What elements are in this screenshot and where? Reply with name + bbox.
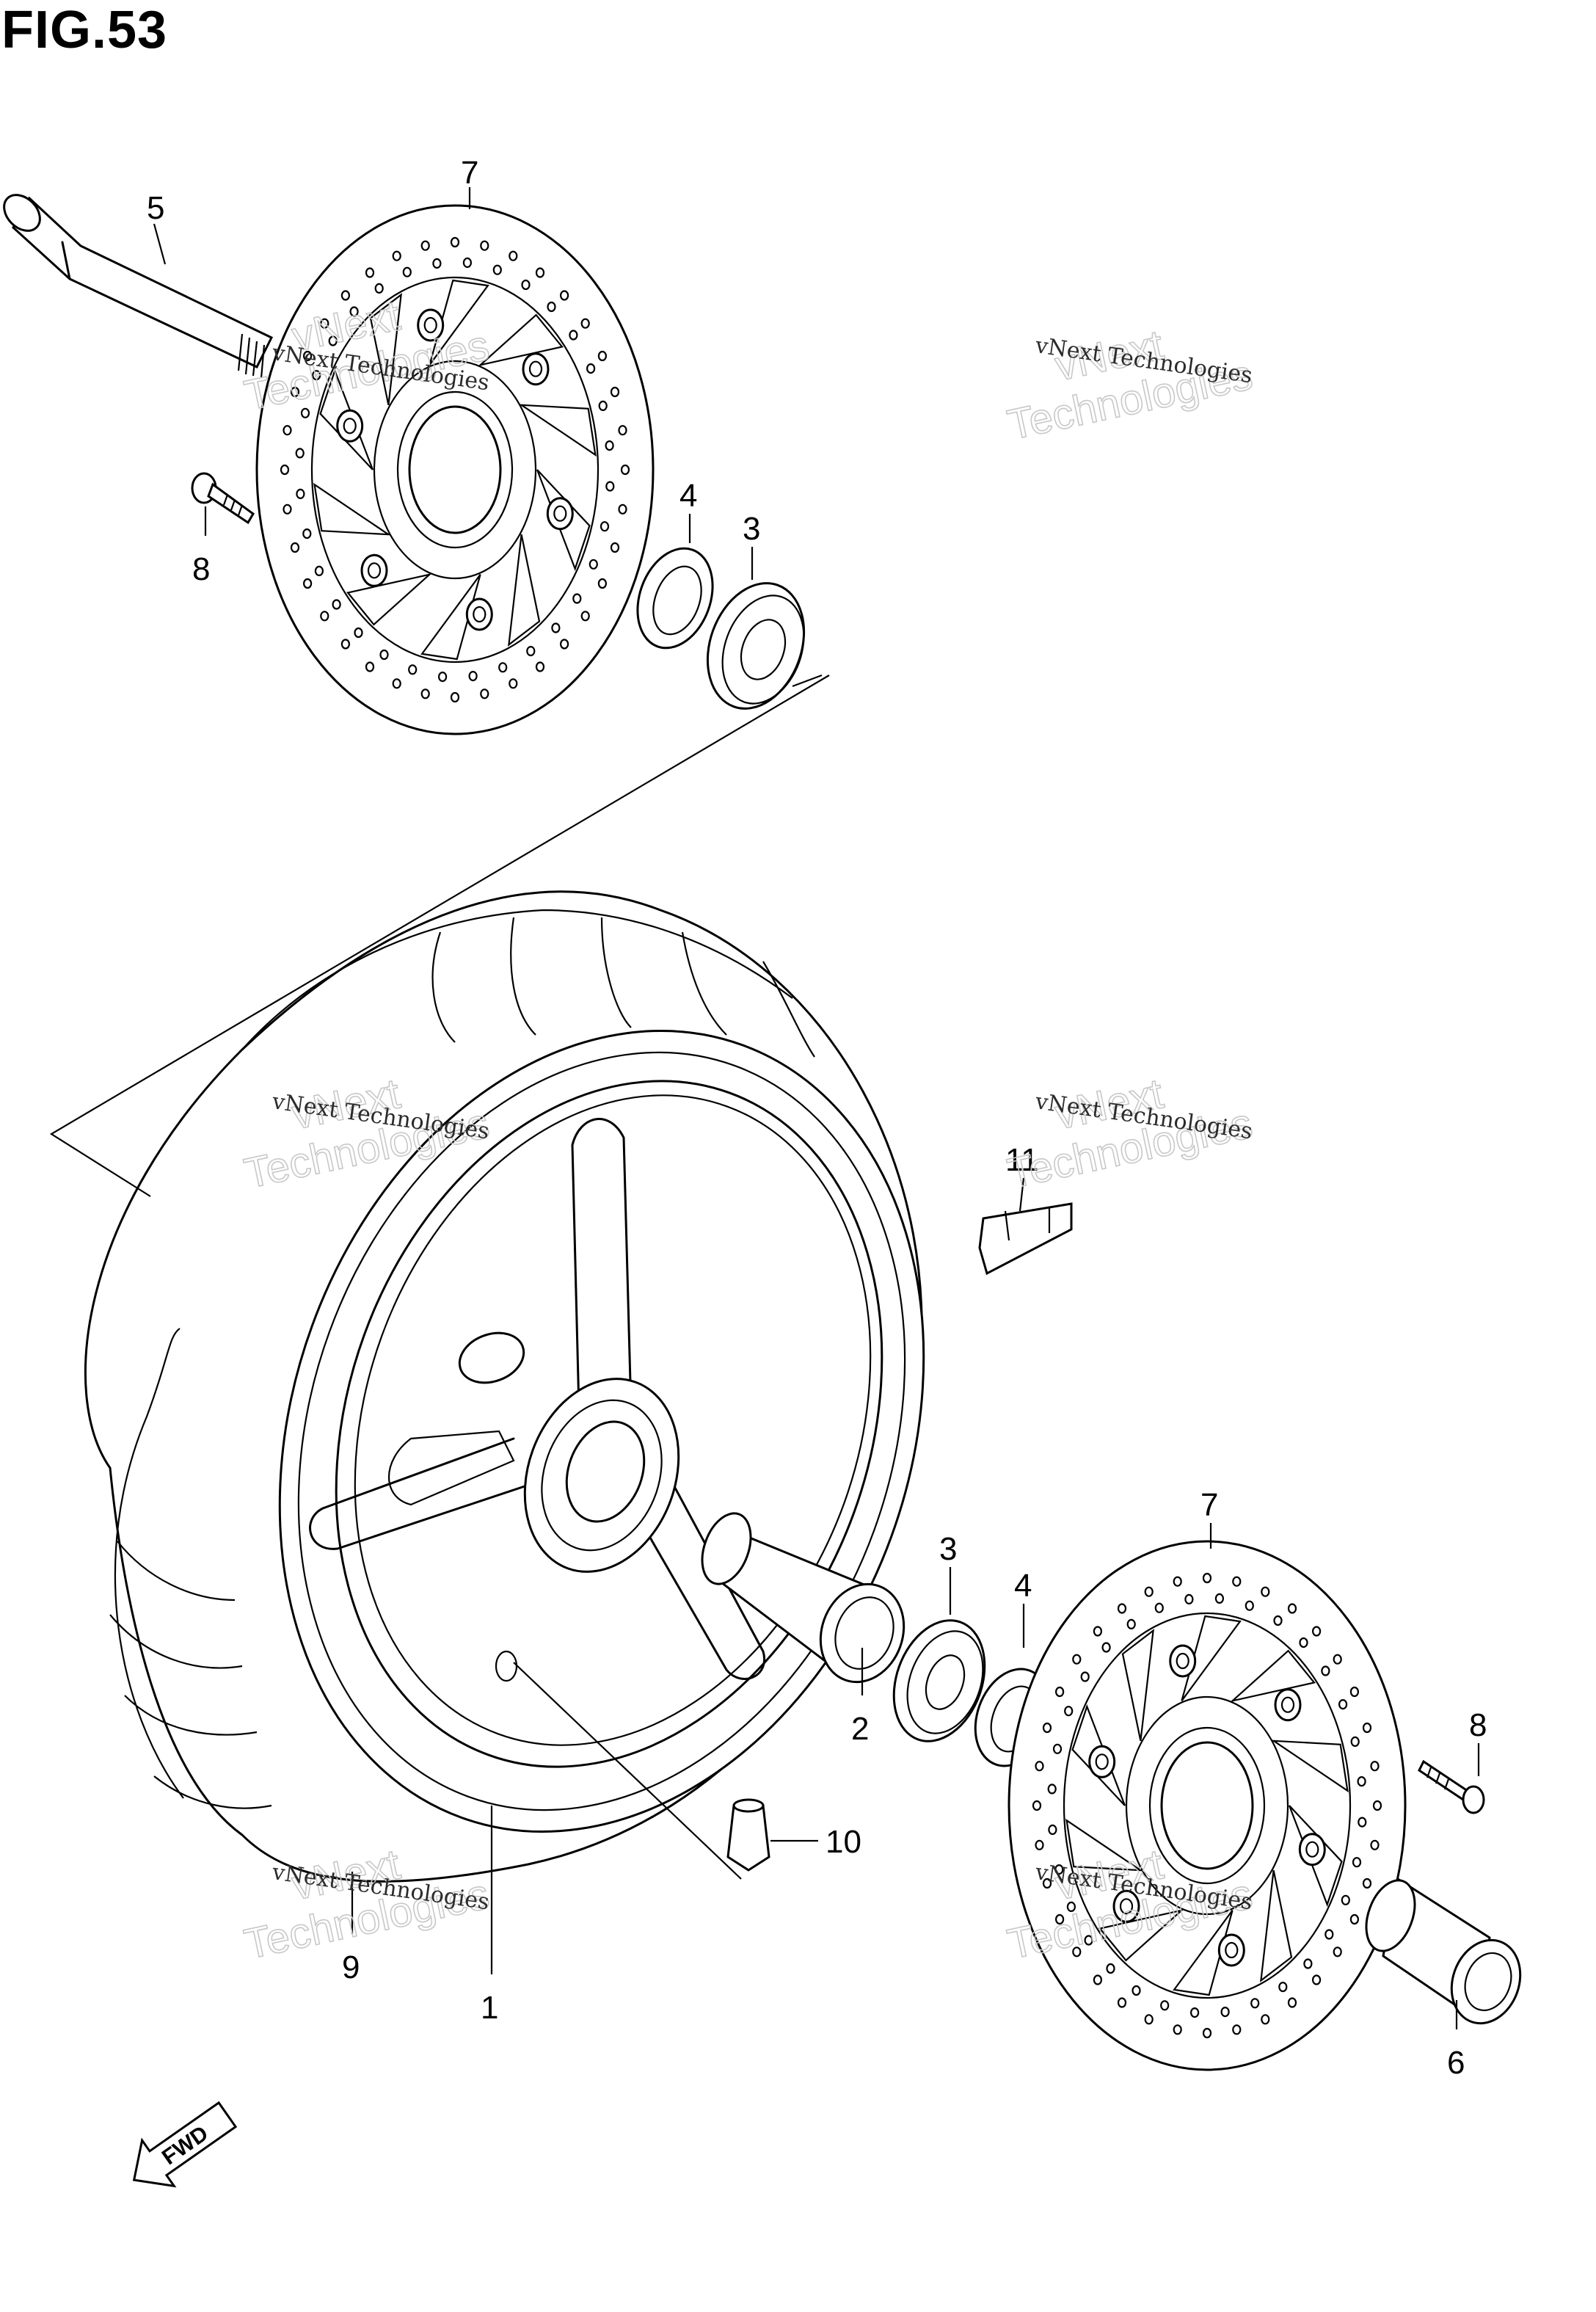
bearing-lower: [892, 1619, 986, 1742]
figure-title: FIG.53: [1, 1, 168, 59]
reference-lines: [49, 674, 830, 1880]
oil-seal-upper: [636, 547, 714, 650]
front-axle: [3, 194, 274, 379]
callout-10: 10: [826, 1824, 861, 1860]
bearing-upper: [706, 582, 806, 710]
tire-valve: [726, 1798, 770, 1872]
callout-8-upper: 8: [192, 551, 210, 587]
callout-4-lower: 4: [1014, 1568, 1032, 1604]
callout-5: 5: [147, 190, 164, 226]
brake-disc-upper: [255, 204, 655, 735]
callout-3-upper: 3: [743, 511, 760, 547]
disc-bolt-upper: [191, 472, 255, 525]
disc-bolt-lower: [1418, 1759, 1485, 1814]
callout-9: 9: [342, 1949, 360, 1985]
balancer-weight: [978, 1202, 1073, 1276]
callout-numbers: 5 7 8 4 3 11 3 4 7 8 2 10 1 9 6: [147, 155, 1487, 2081]
front-wheel: [84, 890, 925, 1883]
callout-11: 11: [1005, 1142, 1039, 1178]
callout-7-upper: 7: [461, 155, 478, 191]
spacer-right: [1365, 1877, 1522, 2025]
callout-6: 6: [1447, 2045, 1465, 2081]
fwd-arrow-icon: FWD: [132, 2101, 238, 2188]
spacer-collar: [701, 1512, 906, 1684]
callout-4-upper: 4: [679, 478, 697, 514]
callout-1: 1: [481, 1990, 498, 2026]
callout-3-lower: 3: [939, 1531, 957, 1567]
leader-lines: [153, 187, 1480, 2029]
callout-7-lower: 7: [1200, 1487, 1218, 1523]
callout-8-lower: 8: [1469, 1707, 1487, 1743]
watermarks: Technologies vNext vNext Technologies Te…: [240, 291, 1257, 1969]
callout-2: 2: [851, 1711, 869, 1747]
brake-disc-lower: [1007, 1540, 1407, 2071]
